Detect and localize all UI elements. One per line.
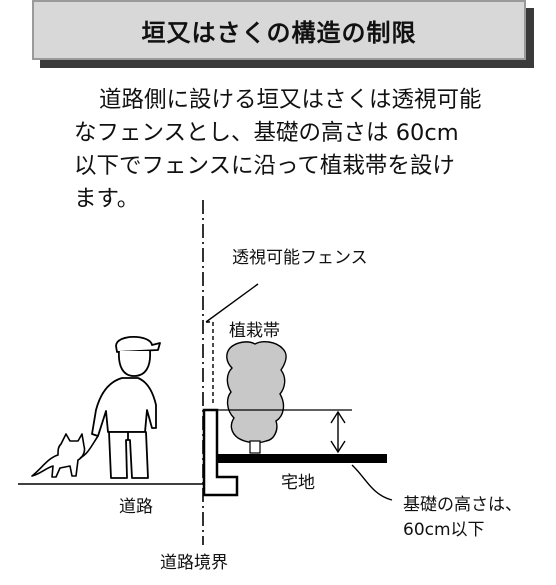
description-line: 以下でフェンスに沿って植栽帯を設け <box>74 153 455 179</box>
fence-leader-line <box>205 283 259 323</box>
person-head <box>118 350 151 377</box>
title-banner: 垣又はさくの構造の制限 <box>32 0 526 60</box>
person-cap <box>115 335 161 353</box>
person-body <box>91 377 157 437</box>
description-line: ます。 <box>74 186 140 212</box>
fence-label: 透視可能フェンス <box>232 248 368 268</box>
person-legs <box>108 431 149 479</box>
tree <box>226 341 287 444</box>
road-label: 道路 <box>119 497 153 517</box>
dimension-arrow-head-up <box>330 410 346 424</box>
foundation-note-leader <box>351 464 393 501</box>
description-line: なフェンスとし、基礎の高さは 60cm <box>74 120 459 146</box>
road-boundary-label: 道路境界 <box>160 553 228 573</box>
person <box>91 335 161 479</box>
page-title: 垣又はさくの構造の制限 <box>141 18 417 47</box>
cat <box>31 433 99 478</box>
description: 道路側に設ける垣又はさくは透視可能 なフェンスとし、基礎の高さは 60cm 以下… <box>74 84 514 216</box>
foundation-note-line1: 基礎の高さは、 <box>403 495 522 515</box>
description-line: 道路側に設ける垣又はさくは透視可能 <box>99 87 482 113</box>
dimension-arrow-head-down <box>330 440 346 454</box>
foundation-note-line2: 60cm以下 <box>403 520 485 540</box>
tree-trunk <box>249 440 261 454</box>
fence <box>206 321 214 405</box>
planting-label: 植栽帯 <box>229 321 280 341</box>
lot-label: 宅地 <box>281 473 315 493</box>
lot-slab <box>217 454 387 463</box>
